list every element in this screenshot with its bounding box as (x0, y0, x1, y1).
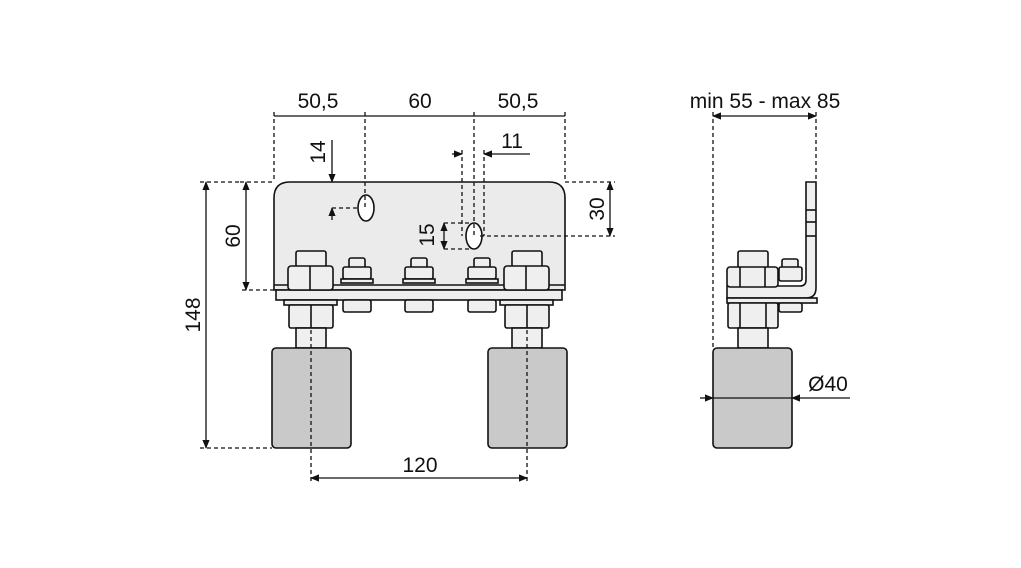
right-roller (487, 347, 568, 449)
base-bar (275, 289, 563, 301)
side-view: min 55 - max 85 Ø40 (690, 90, 850, 449)
slot-hole-upper (357, 194, 375, 222)
left-roller (271, 347, 352, 449)
dim-right-offset: 50,5 (498, 90, 539, 113)
dim-slot-offset-top: 14 (307, 140, 330, 164)
dim-wheel-spacing: 120 (402, 454, 437, 477)
front-view: 50,5 60 50,5 11 14 30 15 60 148 120 (182, 90, 615, 482)
mounting-plate (273, 181, 566, 291)
right-wheel-assembly (487, 250, 568, 449)
dim-slot-width: 11 (501, 130, 523, 153)
dim-slot-height: 15 (416, 223, 439, 246)
small-bolts (340, 257, 499, 313)
dim-plate-height: 60 (222, 224, 245, 247)
dim-mount-range: min 55 - max 85 (690, 90, 841, 113)
dim-total-height: 148 (182, 297, 205, 332)
dim-left-offset: 50,5 (298, 90, 339, 113)
dim-slot-offset-right: 30 (586, 197, 609, 220)
dim-wheel-diameter: Ø40 (808, 373, 848, 396)
dim-middle-spacing: 60 (408, 90, 431, 113)
left-wheel-assembly (271, 250, 352, 449)
